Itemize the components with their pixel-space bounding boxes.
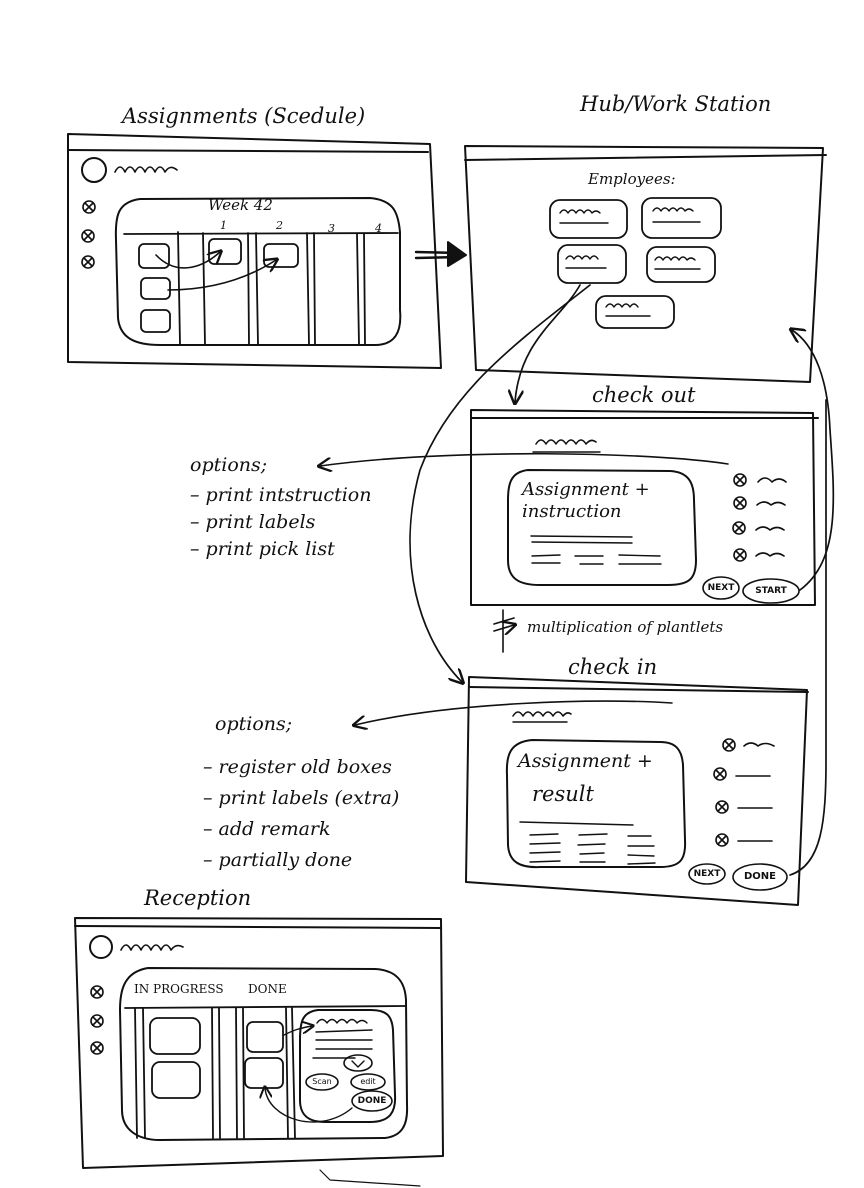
checkout-screen [470,409,819,606]
next-button[interactable]: NEXT [707,583,735,593]
edit-button[interactable]: edit [360,1077,376,1086]
start-button[interactable]: START [755,586,787,596]
checkin-options-list: register old boxes print labels (extra) … [203,752,400,876]
logo-icon [89,935,113,959]
checkout-options-title: options; [190,454,268,476]
reception-card [149,1017,201,1055]
done-button[interactable]: DONE [743,871,776,882]
employee-card [646,246,716,283]
reception-card [246,1021,284,1053]
employee-card [549,199,628,239]
drag-arrow [155,252,220,269]
scan-button-outline [305,1073,339,1091]
edit-button-outline [350,1073,386,1091]
checkout-card-title: Assignment + instruction [522,479,650,522]
sidebar-icons [90,985,104,1055]
checkout-options-list: print intstruction print labels print pi… [190,482,372,563]
flow-arrow [789,399,827,876]
checkin-card [505,739,687,869]
week-column-1: 1 [220,219,227,232]
options-arrow [320,452,729,466]
transition-arrow [493,609,514,653]
hub-title: Hub/Work Station [580,92,772,116]
checkout-title: check out [592,383,696,407]
assignment-card [208,238,242,265]
employee-card [557,244,627,284]
checkin-option-icons [713,738,775,847]
app-name-scribble [120,944,184,951]
reception-card [244,1057,284,1089]
checkout-option-item: print labels [190,509,371,536]
chevron-down-icon [351,1060,365,1068]
schedule-panel [114,197,402,346]
checkin-option-item: partially done [203,845,399,876]
done-button-outline [351,1090,393,1112]
assignment-card [138,243,170,269]
options-arrow [355,700,673,725]
reception-title: Reception [144,886,252,910]
week-column-2: 2 [276,219,283,232]
checkin-title: check in [568,655,658,679]
employee-card [641,197,722,239]
next-button-outline [702,576,740,600]
assignments-screen [67,133,442,369]
detail-panel [299,1009,397,1123]
checkin-header-scribble [512,711,572,717]
checkin-options-title: options; [215,713,293,735]
reception-card [151,1061,201,1099]
sidebar-icons [81,200,96,269]
checkin-card-title-line2: result [532,782,594,806]
reception-cards [149,1017,284,1099]
reception-screen [74,917,444,1187]
checkin-option-item: add remark [203,814,399,845]
assignment-card [140,277,171,300]
app-name-scribble [114,166,178,173]
assignment-card [140,309,171,333]
checkout-option-icons [732,473,787,562]
checkin-option-item: register old boxes [203,752,399,783]
next-button[interactable]: NEXT [693,869,721,879]
hub-screen [464,145,827,383]
flow-arrow [792,330,835,591]
flow-arrow-head [447,241,467,267]
week-label: Week 42 [208,196,273,214]
dropdown-button [343,1054,373,1072]
column-in-progress: IN PROGRESS [134,982,224,996]
drag-arrow [167,260,276,291]
reception-panel [119,967,409,1141]
week-column-3: 3 [328,222,335,235]
scan-button[interactable]: Scan [312,1077,332,1086]
employee-cards [549,197,722,329]
checkout-option-item: print intstruction [190,482,372,509]
week-columns [123,231,399,345]
done-button-outline [732,863,788,891]
checkin-screen [465,676,809,906]
assignments-title: Assignments (Scedule) [122,104,366,128]
reception-columns [134,1007,296,1139]
employee-name-scribbles [559,207,701,317]
flow-arrow [409,284,591,682]
checkin-card-title-line1: Assignment + [518,750,653,772]
employee-card [595,295,675,329]
start-button-outline [742,578,800,604]
week-column-4: 4 [375,222,382,235]
assignment-card [263,243,299,268]
column-done: DONE [248,982,287,996]
logo-icon [81,157,107,183]
done-button[interactable]: DONE [357,1096,387,1106]
flow-arrow [515,284,581,402]
checkout-header-scribble [535,439,597,445]
checkout-option-item: print pick list [190,536,371,563]
checkout-card [507,469,697,586]
checkin-option-item: print labels (extra) [203,783,400,814]
assignment-cards [138,238,299,333]
employees-label: Employees: [588,170,676,188]
next-button-outline [688,863,726,885]
transition-label: multiplication of plantlets [527,618,724,636]
